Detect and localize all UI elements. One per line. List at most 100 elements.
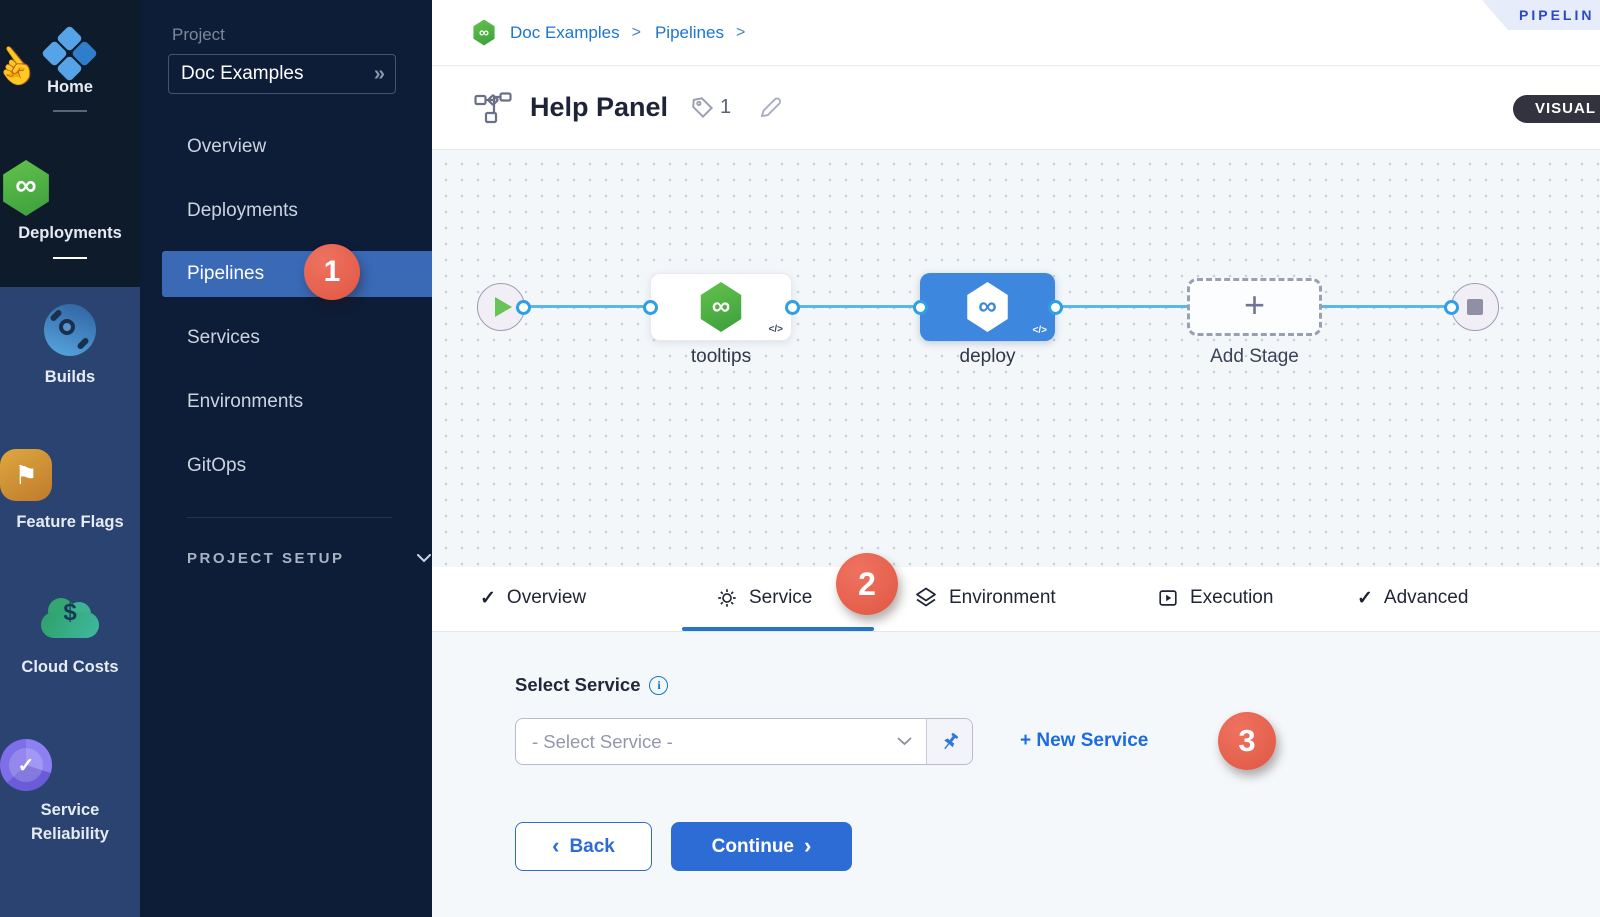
sidebar-item-service-reliability[interactable]: ✓ xyxy=(0,739,140,791)
connector-port[interactable] xyxy=(785,300,800,315)
nav-item-deployments[interactable]: Deployments xyxy=(187,200,298,221)
sidebar-item-deployments[interactable]: ∞ xyxy=(0,160,140,216)
back-button[interactable]: ‹ Back xyxy=(515,822,652,871)
cloud-costs-icon: $ xyxy=(41,596,99,640)
sidebar-label-cloud-costs: Cloud Costs xyxy=(21,658,119,676)
annotation-badge-2: 2 xyxy=(836,553,898,615)
home-icon xyxy=(41,25,98,82)
project-section-label: Project xyxy=(172,25,225,44)
continue-button[interactable]: Continue › xyxy=(671,822,852,871)
stop-icon xyxy=(1467,299,1483,315)
tags-button[interactable]: 1 xyxy=(690,95,731,121)
add-stage-button[interactable]: + xyxy=(1187,278,1322,336)
gear-icon xyxy=(718,589,736,607)
pipeline-studio-label: PIPELIN xyxy=(1519,7,1595,23)
connector-port[interactable] xyxy=(643,300,658,315)
environment-layers-icon xyxy=(916,587,936,607)
project-selector[interactable]: Doc Examples » xyxy=(168,54,396,94)
stage-node-deploy[interactable]: ∞ </> xyxy=(920,273,1055,341)
nav-item-environments[interactable]: Environments xyxy=(187,391,304,412)
stage-node-tooltips[interactable]: ∞ </> xyxy=(650,273,792,341)
connector-port[interactable] xyxy=(516,300,531,315)
tab-environment[interactable]: Environment xyxy=(914,567,1056,629)
nav-item-overview[interactable]: Overview xyxy=(187,136,267,157)
annotation-badge-3: 3 xyxy=(1218,712,1276,770)
connector-port[interactable] xyxy=(1048,300,1063,315)
code-icon: </> xyxy=(768,324,783,335)
new-service-link[interactable]: + New Service xyxy=(1020,730,1149,751)
visual-yaml-toggle[interactable]: VISUAL xyxy=(1512,95,1600,123)
active-tab-underline xyxy=(682,627,874,631)
feature-flags-icon: ⚑ xyxy=(0,449,52,501)
annotation-badge-1: 1 xyxy=(304,244,360,300)
harness-stage-icon: ∞ xyxy=(700,282,742,332)
tab-label: Service xyxy=(749,587,813,608)
pin-button[interactable] xyxy=(926,719,972,764)
project-setup-label: PROJECT SETUP xyxy=(187,550,345,567)
breadcrumb-project[interactable]: Doc Examples xyxy=(510,22,620,42)
pipeline-studio-ribbon: PIPELIN xyxy=(1482,0,1600,30)
sidebar-label-service-reliability: Service Reliability xyxy=(31,801,109,843)
select-service-field[interactable]: - Select Service - xyxy=(516,719,926,764)
select-service-placeholder: - Select Service - xyxy=(532,730,673,752)
plus-icon: + xyxy=(1243,284,1266,325)
page-title: Help Panel xyxy=(530,92,669,122)
info-icon[interactable]: i xyxy=(649,675,669,695)
module-sidebar: Home ∞ Deployments Builds ⚑ Feature Flag… xyxy=(0,0,140,917)
sidebar-item-cloud-costs[interactable]: $ xyxy=(0,596,140,645)
project-setup-toggle[interactable]: PROJECT SETUP xyxy=(187,550,431,567)
pin-icon xyxy=(943,732,958,749)
page-header: Help Panel 1 VISUAL xyxy=(432,66,1600,150)
connector-port[interactable] xyxy=(1444,300,1459,315)
project-name: Doc Examples xyxy=(181,63,304,84)
project-nav-panel: Project Doc Examples » Overview Deployme… xyxy=(140,0,432,917)
tag-count: 1 xyxy=(720,96,732,118)
nav-item-gitops[interactable]: GitOps xyxy=(187,455,247,476)
deployments-icon: ∞ xyxy=(3,160,49,216)
execution-play-icon xyxy=(1159,590,1177,606)
edit-pencil-icon[interactable] xyxy=(757,95,783,121)
continue-button-label: Continue xyxy=(711,835,794,857)
chevron-down-icon xyxy=(416,554,431,563)
chevron-right-icon: › xyxy=(804,832,812,858)
module-active-indicator xyxy=(53,257,87,259)
builds-icon xyxy=(44,304,96,356)
sidebar-item-feature-flags[interactable]: ⚑ xyxy=(0,449,140,501)
service-config-panel: Select Service i - Select Service - xyxy=(432,632,1600,917)
breadcrumb: ∞ Doc Examples > Pipelines > xyxy=(432,0,1600,66)
check-icon: ✓ xyxy=(480,587,496,609)
tab-execution[interactable]: Execution xyxy=(1157,567,1273,629)
sidebar-label-home: Home xyxy=(47,78,93,96)
sidebar-label-feature-flags: Feature Flags xyxy=(16,513,124,531)
add-stage-label: Add Stage xyxy=(1210,346,1299,367)
service-reliability-icon: ✓ xyxy=(0,739,52,791)
module-divider xyxy=(53,110,87,112)
tab-label: Environment xyxy=(949,587,1056,608)
double-chevron-right-icon: » xyxy=(373,62,385,85)
menu-divider xyxy=(187,517,392,518)
tag-icon xyxy=(692,96,714,118)
tab-advanced[interactable]: ✓ Advanced xyxy=(1357,567,1468,629)
tab-service[interactable]: Service xyxy=(716,567,812,629)
breadcrumb-pipelines[interactable]: Pipelines xyxy=(654,22,724,42)
nav-item-services[interactable]: Services xyxy=(187,327,260,348)
sidebar-label-builds: Builds xyxy=(44,368,96,386)
nav-item-pipelines[interactable]: Pipelines xyxy=(162,251,432,297)
tab-overview[interactable]: ✓ Overview xyxy=(480,567,586,629)
harness-logo-icon: ∞ xyxy=(473,19,495,46)
stage-label-deploy: deploy xyxy=(959,346,1016,367)
pipeline-flowchart-icon xyxy=(474,91,512,123)
tab-label: Execution xyxy=(1190,587,1274,608)
sidebar-label-deployments: Deployments xyxy=(18,224,122,242)
main-content: ∞ Doc Examples > Pipelines > Help Panel xyxy=(432,0,1600,917)
pipeline-canvas[interactable]: ∞ </> ∞ </> + tooltips deploy Add Stage xyxy=(432,150,1600,567)
select-service-dropdown[interactable]: - Select Service - xyxy=(515,718,973,765)
connector-port[interactable] xyxy=(913,300,928,315)
select-service-label-row: Select Service i xyxy=(515,674,669,696)
sidebar-item-builds[interactable] xyxy=(0,304,140,361)
chevron-left-icon: ‹ xyxy=(552,832,560,858)
select-service-label: Select Service xyxy=(515,674,641,695)
play-icon xyxy=(495,297,512,317)
tab-label: Advanced xyxy=(1383,587,1469,608)
tab-label: Overview xyxy=(506,587,587,608)
